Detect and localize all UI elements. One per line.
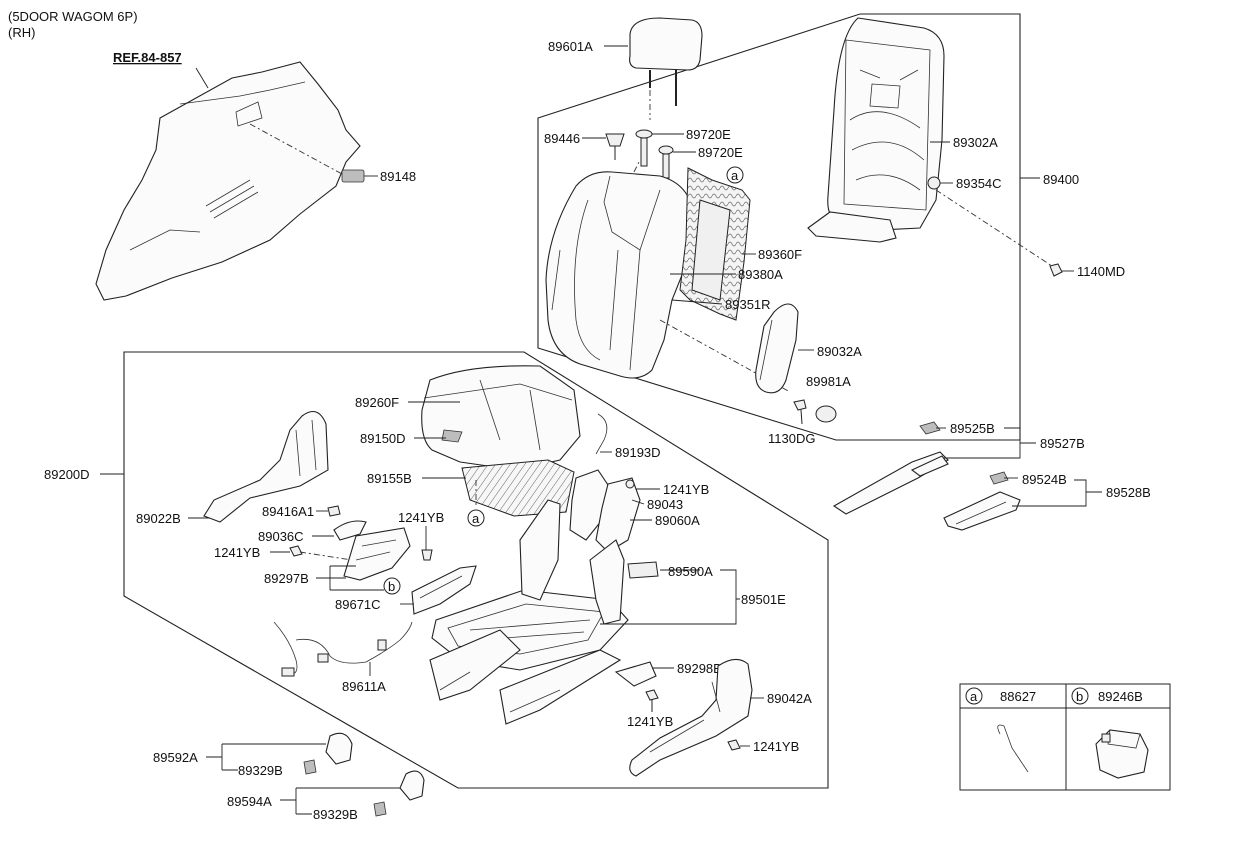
seat-cushion: 89260F 89150D <box>355 365 581 471</box>
legend-circle-a <box>965 687 983 705</box>
label-89360F: 89360F <box>758 247 802 262</box>
side-cover-89042A: 89042A 1241YB <box>629 658 812 777</box>
rail-covers: 89525B 89527B 89524B 89528B <box>832 421 1151 531</box>
legend-table: a 88627 b 89246B <box>959 683 1171 791</box>
switch-panel-89297B: 89297B b <box>264 527 411 595</box>
headrest: 89601A <box>548 17 703 120</box>
legend-letter-b: b <box>1076 689 1083 704</box>
caps-group: 89592A 89329B 89594A 89329B <box>153 732 425 822</box>
label-89527B: 89527B <box>1040 436 1085 451</box>
label-1241YB-3: 1241YB <box>214 545 260 560</box>
recliner-brackets: 89043 89060A <box>569 469 700 553</box>
label-89200D: 89200D <box>44 467 90 482</box>
label-89525B: 89525B <box>950 421 995 436</box>
label-89351R: 89351R <box>725 297 771 312</box>
label-89329B-1: 89329B <box>238 763 283 778</box>
seatback-heater-pad: a 89360F 89380A 89351R <box>670 166 802 321</box>
callout-a-seat <box>467 509 485 527</box>
clip-89148-shape <box>341 169 365 183</box>
legend-part-a: 88627 <box>1000 689 1036 704</box>
label-89720E-2: 89720E <box>698 145 743 160</box>
label-1130DG: 1130DG <box>768 431 815 446</box>
callout-a-top-label: a <box>731 168 739 183</box>
label-89043: 89043 <box>647 497 683 512</box>
label-89150D: 89150D <box>360 431 406 446</box>
knob-89036C: 89036C <box>258 520 367 544</box>
legend-circle-b <box>1071 687 1089 705</box>
label-89193D: 89193D <box>615 445 661 460</box>
headrest-guides: 89446 89720E 89720E <box>544 127 743 179</box>
legend-switch-shape <box>1095 729 1149 779</box>
label-1241YB-5: 1241YB <box>753 739 799 754</box>
side-title: (RH) <box>8 25 35 40</box>
bracket-89671C: 89671C <box>335 565 477 615</box>
callout-b-label: b <box>388 579 395 594</box>
label-89298B: 89298B <box>677 661 722 676</box>
label-89380A: 89380A <box>738 267 783 282</box>
label-89590A: 89590A <box>668 564 713 579</box>
legend-part-b: 89246B <box>1098 689 1143 704</box>
label-89446: 89446 <box>544 131 580 146</box>
label-89524B: 89524B <box>1022 472 1067 487</box>
label-89416A1: 89416A1 <box>262 504 314 519</box>
callout-a-top <box>726 166 744 184</box>
label-89354C: 89354C <box>956 176 1002 191</box>
seat-cushion-assembly-frame <box>123 351 829 789</box>
bolt-1241YB-c: 1241YB <box>398 510 444 561</box>
label-89060A: 89060A <box>655 513 700 528</box>
side-cover-89032A: 89032A 89981A 1130DG <box>755 303 862 446</box>
label-89302A: 89302A <box>953 135 998 150</box>
ref-label: REF.84-857 <box>113 50 182 65</box>
label-89155B: 89155B <box>367 471 412 486</box>
label-1241YB-1: 1241YB <box>663 482 709 497</box>
bolt-1241YB-b: 1241YB <box>214 545 353 561</box>
label-89601A: 89601A <box>548 39 593 54</box>
label-1140MD: 1140MD <box>1077 264 1125 279</box>
label-89297B: 89297B <box>264 571 309 586</box>
label-89042A: 89042A <box>767 691 812 706</box>
label-89981A: 89981A <box>806 374 851 389</box>
label-89528B: 89528B <box>1106 485 1151 500</box>
harness-89193D: 89193D <box>595 413 661 460</box>
label-89036C: 89036C <box>258 529 304 544</box>
seatback-cushion <box>545 159 791 393</box>
bracket-89298B: 89298B 1241YB <box>614 661 722 729</box>
label-89032A: 89032A <box>817 344 862 359</box>
legend-letter-a: a <box>970 689 978 704</box>
label-89329B-2: 89329B <box>313 807 358 822</box>
label-89594A: 89594A <box>227 794 272 809</box>
label-89400: 89400 <box>1043 172 1079 187</box>
label-89022B: 89022B <box>136 511 181 526</box>
label-89592A: 89592A <box>153 750 198 765</box>
label-89671C: 89671C <box>335 597 381 612</box>
label-89260F: 89260F <box>355 395 399 410</box>
label-89501E: 89501E <box>741 592 786 607</box>
callout-b <box>383 577 401 595</box>
clip-89416A1: 89416A1 <box>262 504 341 519</box>
label-1241YB-2: 1241YB <box>398 510 444 525</box>
legend-hook-shape <box>997 724 1029 773</box>
bolt-1140MD: 1140MD <box>1049 263 1125 279</box>
harness-89611A: 89611A <box>273 621 413 694</box>
label-89611A: 89611A <box>342 679 386 694</box>
label-89720E-1: 89720E <box>686 127 731 142</box>
seatback-frame: 89302A 89354C 89400 <box>807 17 1079 267</box>
seat-track-assembly: 89590A 89501E <box>429 499 786 725</box>
label-1241YB-4: 1241YB <box>627 714 673 729</box>
label-89148: 89148 <box>380 169 416 184</box>
quarter-trim-panel: REF.84-857 89148 <box>95 50 416 301</box>
side-shield-89022B: 89022B <box>136 410 329 526</box>
model-title: (5DOOR WAGOM 6P) <box>8 9 138 24</box>
callout-a-seat-label: a <box>472 511 480 526</box>
